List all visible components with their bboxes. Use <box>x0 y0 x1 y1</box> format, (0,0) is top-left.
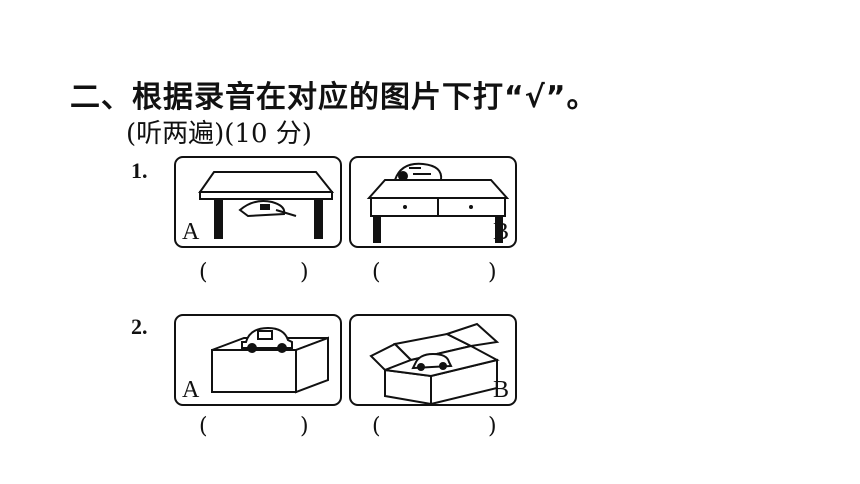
answer-paren-close[interactable]: ) <box>488 414 497 439</box>
picture-option-2b[interactable]: B <box>349 314 517 406</box>
picture-option-1b[interactable]: B <box>349 156 517 248</box>
answer-paren-close[interactable]: ) <box>300 414 309 439</box>
answer-paren-open[interactable]: ( <box>372 414 381 439</box>
option-letter: B <box>492 219 509 245</box>
answer-paren-close[interactable]: ) <box>300 260 309 285</box>
question-number: 2. <box>131 314 148 339</box>
section-subtitle: (听两遍)(10 分) <box>126 119 312 149</box>
car-on-box-icon <box>211 326 329 394</box>
option-letter: B <box>492 377 509 403</box>
answer-paren-open[interactable]: ( <box>199 260 208 285</box>
car-in-box-icon <box>369 322 500 404</box>
option-letter: A <box>182 219 200 245</box>
cap-on-desk-icon <box>366 162 510 243</box>
option-letter: A <box>182 377 200 403</box>
answer-paren-close[interactable]: ) <box>488 260 497 285</box>
answer-paren-open[interactable]: ( <box>372 260 381 285</box>
cap-under-table-icon <box>198 171 335 239</box>
answer-paren-open[interactable]: ( <box>199 414 208 439</box>
picture-option-2a[interactable]: A <box>174 314 342 406</box>
picture-option-1a[interactable]: A <box>174 156 342 248</box>
section-title: 二、根据录音在对应的图片下打“√”。 <box>70 80 598 115</box>
question-number: 1. <box>131 158 148 183</box>
